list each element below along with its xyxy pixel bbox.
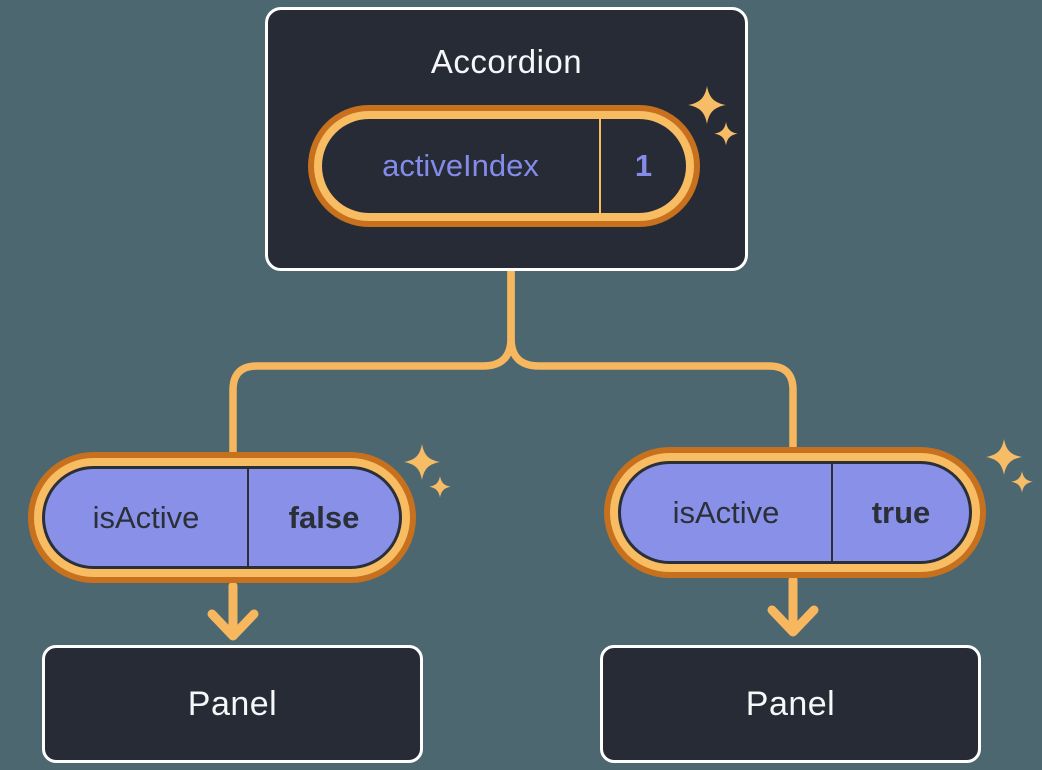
state-pill-isactive-right: isActive true bbox=[604, 447, 986, 578]
pill-divider bbox=[247, 469, 249, 566]
sparkle-icon bbox=[688, 86, 738, 146]
panel-label: Panel bbox=[745, 684, 836, 723]
panel-node-right: Panel bbox=[600, 645, 981, 763]
state-pill-activeindex: activeIndex 1 bbox=[308, 105, 700, 227]
pill-divider bbox=[599, 119, 601, 213]
panel-node-left: Panel bbox=[42, 645, 423, 763]
state-name: activeIndex bbox=[382, 148, 539, 183]
state-value: false bbox=[288, 499, 360, 535]
branch-left-line bbox=[229, 264, 515, 456]
panel-label: Panel bbox=[187, 684, 278, 723]
state-pill-isactive-left: isActive false bbox=[28, 452, 416, 583]
arrow-right-head bbox=[767, 605, 819, 637]
arrow-left-head bbox=[207, 609, 259, 641]
sparkle-icon bbox=[986, 439, 1033, 493]
accordion-title: Accordion bbox=[430, 43, 583, 80]
sparkle-icon bbox=[404, 444, 451, 498]
state-name: isActive bbox=[672, 494, 780, 530]
branch-right-line bbox=[507, 264, 797, 451]
state-name: isActive bbox=[92, 499, 200, 535]
state-value: true bbox=[871, 494, 931, 530]
state-value: 1 bbox=[634, 148, 653, 183]
pill-divider bbox=[831, 464, 833, 561]
